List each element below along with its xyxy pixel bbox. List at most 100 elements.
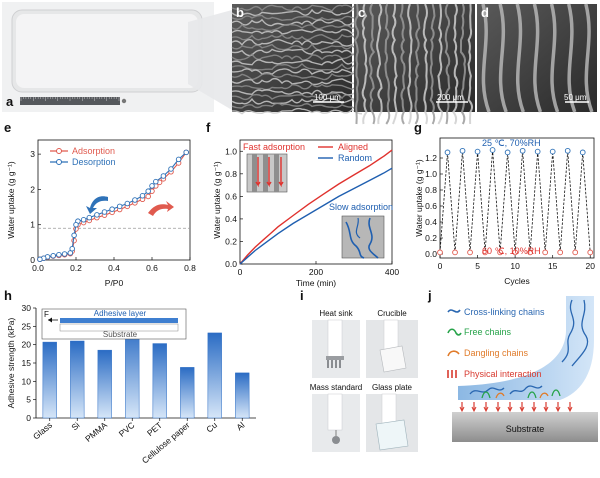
sem-fiber: [231, 58, 363, 66]
data-point: [80, 217, 87, 223]
category-label: Si: [69, 420, 81, 433]
data-point: [101, 209, 108, 215]
sem-fiber: [231, 38, 363, 47]
interaction-arrowhead: [543, 406, 549, 413]
x-tick-label: 15: [548, 261, 558, 271]
interaction-arrowhead: [531, 406, 537, 413]
xlabel-e: P/P0: [105, 278, 124, 288]
data-point: [145, 188, 151, 194]
interaction-arrowhead: [495, 406, 501, 413]
sem-wall: [532, 3, 543, 113]
panel-label-c: c: [358, 5, 365, 20]
sem-wall: [481, 3, 491, 113]
y-tick-label: 0.2: [425, 233, 437, 243]
x-tick-label: 0.6: [146, 263, 158, 273]
sem-fiber: [376, 3, 383, 125]
j-substrate-label: Substrate: [506, 424, 545, 434]
interaction-arrowhead: [483, 406, 489, 413]
sem-fiber: [361, 3, 368, 125]
data-point: [132, 197, 138, 203]
data-point: [168, 166, 174, 172]
annotation-slow: Slow adsorption: [329, 202, 393, 212]
photo-heat-sink: [312, 319, 360, 378]
low-point: [512, 249, 518, 256]
panel-label-g: g: [414, 120, 422, 135]
data-point: [183, 149, 189, 156]
bar: [235, 372, 250, 419]
sem-fiber: [231, 72, 363, 81]
y-tick-label: 0.6: [225, 191, 237, 201]
photo-glass-plate: [366, 393, 418, 452]
data-point: [56, 251, 62, 258]
legend-random: Random: [338, 153, 372, 163]
interaction-arrowhead: [567, 406, 573, 413]
x-tick-label: 400: [385, 267, 399, 277]
xlabel-g: Cycles: [504, 276, 530, 286]
y-tick-label: 1.0: [425, 169, 437, 179]
high-point: [474, 148, 481, 155]
sem-fiber: [231, 89, 363, 96]
y-tick-label: 0.4: [225, 214, 237, 224]
interaction-arrowhead: [507, 406, 513, 413]
sem-fiber: [467, 3, 474, 125]
y-tick-label: 15: [22, 358, 32, 368]
annotation-high: 25 ℃, 70%RH: [482, 138, 541, 148]
data-point: [145, 193, 151, 200]
bar: [125, 326, 140, 419]
sem-wall: [515, 3, 525, 113]
data-point: [86, 214, 93, 221]
low-point: [587, 249, 594, 256]
photo-mass-standard: [312, 393, 360, 452]
panel-d: 50 μm d: [477, 3, 597, 113]
x-tick-label: 0.0: [32, 263, 44, 273]
category-label: Glass: [31, 420, 54, 442]
y-tick-label: 0: [30, 255, 35, 265]
y-tick-label: 30: [22, 303, 32, 313]
panel-j: j Substrate Cross-linking chains Free ch…: [427, 288, 598, 442]
high-point: [579, 149, 586, 156]
sem-fiber: [231, 43, 363, 51]
free-chain-icon: [447, 328, 462, 336]
category-label: PVC: [117, 420, 137, 439]
sem-fiber: [231, 102, 363, 110]
y-tick-label: 1.0: [225, 146, 237, 156]
j-legend-physical: Physical interaction: [464, 369, 542, 379]
scalebar-d: 50 μm: [564, 93, 587, 102]
category-label: PMMA: [83, 420, 109, 444]
bar: [152, 343, 167, 419]
sem-fiber: [231, 62, 363, 71]
fast-schematic: [246, 153, 288, 193]
y-tick-label: 3: [30, 149, 35, 159]
legend-desorption: Desorption: [72, 157, 116, 167]
legend-adsorption: Adsorption: [72, 146, 115, 156]
legend-f: Aligned Random: [318, 142, 372, 163]
panel-b: 100 μm b: [231, 4, 363, 115]
j-legend: Cross-linking chains Free chains Danglin…: [447, 307, 545, 379]
cross-linking-icon: [447, 309, 461, 313]
data-point: [67, 250, 74, 256]
inset-substrate: Substrate: [103, 330, 138, 339]
data-point: [109, 206, 115, 212]
y-tick-label: 10: [22, 376, 32, 386]
panel-label-f: f: [206, 120, 211, 135]
y-tick-label: 0.8: [425, 185, 437, 195]
sem-fiber: [444, 3, 451, 125]
legend-e: Adsorption Desorption: [50, 146, 116, 167]
label-glass-plate: Glass plate: [372, 383, 413, 392]
cycle-line: [439, 149, 591, 253]
sem-fiber: [414, 3, 421, 125]
bar: [207, 332, 222, 419]
x-tick-label: 0.8: [184, 263, 196, 273]
scalebar-c: 200 μm: [437, 93, 464, 102]
category-label: Al: [234, 420, 246, 433]
sem-fiber: [231, 83, 363, 91]
sem-fiber: [231, 28, 363, 35]
panel-a: a: [2, 2, 232, 112]
sem-fiber: [353, 3, 360, 125]
sem-fiber: [231, 77, 363, 86]
panel-label-d: d: [481, 5, 489, 20]
high-point: [519, 147, 526, 154]
annotation-fast: Fast adsorption: [243, 142, 305, 152]
sem-fiber: [429, 3, 436, 125]
